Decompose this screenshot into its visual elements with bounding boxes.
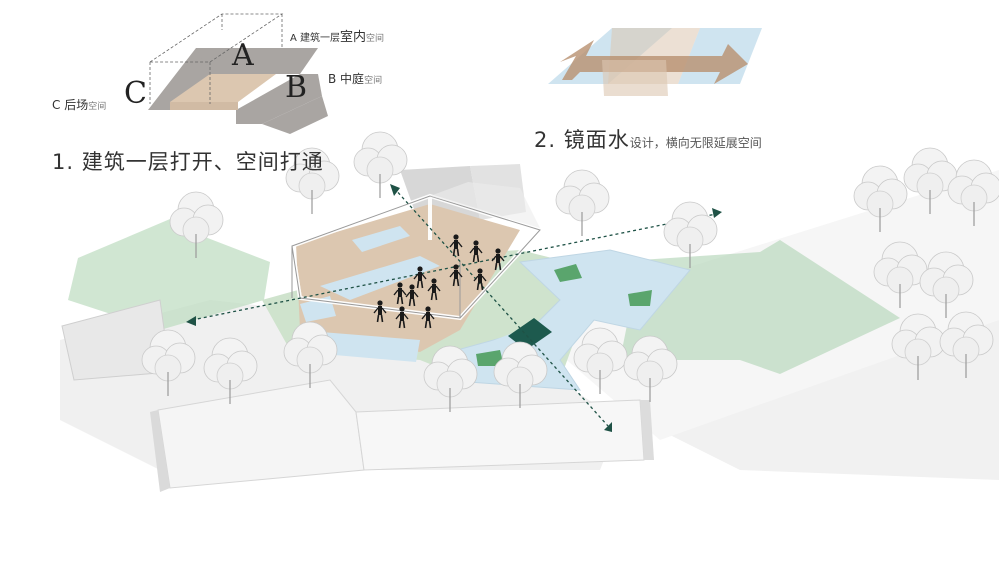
letter-c: C xyxy=(124,76,147,111)
label-a-suffix: 空间 xyxy=(366,34,385,44)
letter-b: B xyxy=(285,70,308,105)
label-a: A 建筑一层室内空间 xyxy=(290,26,384,45)
label-b: B 中庭空间 xyxy=(328,70,382,87)
label-a-main: 室内 xyxy=(340,30,367,45)
abc-diagram xyxy=(148,13,328,134)
main-site xyxy=(60,131,999,492)
letter-a: A xyxy=(232,38,254,73)
label-b-prefix: B 中庭 xyxy=(328,72,365,86)
caption-1: 1. 建筑一层打开、空间打通 xyxy=(52,150,324,174)
label-b-suffix: 空间 xyxy=(364,76,383,86)
label-c: C 后场空间 xyxy=(52,96,106,113)
label-a-prefix: A 建筑一层 xyxy=(290,33,341,44)
caption-2: 2. 镜面水设计，横向无限延展空间 xyxy=(534,124,762,154)
label-c-prefix: C 后场 xyxy=(52,98,89,112)
water-diagram xyxy=(548,28,762,96)
label-c-suffix: 空间 xyxy=(88,102,107,112)
caption-2-main: 2. 镜面水 xyxy=(534,128,630,152)
caption-2-sub: 设计，横向无限延展空间 xyxy=(629,136,762,150)
